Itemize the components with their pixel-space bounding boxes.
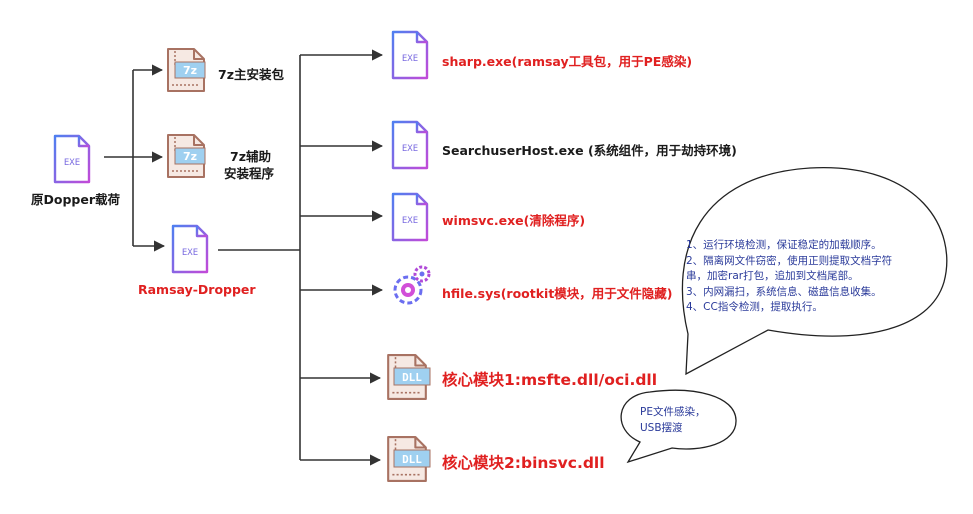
svg-text:7z: 7z — [183, 150, 197, 163]
wimsvc-exe-icon — [391, 192, 429, 242]
core1-notes-text: 1、运行环境检测，保证稳定的加载顺序。 2、隔离网文件窃密，使用正则提取文档字符… — [686, 238, 892, 316]
core2-dll-icon: DLL — [387, 435, 431, 483]
note-line: 串，加密rar打包，追加到文档尾部。 — [686, 270, 859, 282]
note-line: 4、CC指令检测，提取执行。 — [686, 301, 823, 313]
core2-label: 核心模块2:binsvc.dll — [442, 454, 605, 472]
hfile-label: hfile.sys(rootkit模块，用于文件隐藏) — [442, 286, 673, 301]
note-line: PE文件感染， — [640, 406, 706, 418]
svg-text:7z: 7z — [183, 64, 197, 77]
connectors — [104, 49, 384, 466]
installer-main-label: 7z主安装包 — [218, 67, 284, 82]
svg-text:DLL: DLL — [402, 371, 422, 384]
core2-notes-bubble — [620, 389, 737, 464]
installer-aux-archive-icon: 7z — [166, 133, 206, 179]
note-line: 3、内网漏扫，系统信息、磁盘信息收集。 — [686, 285, 882, 298]
wimsvc-label: wimsvc.exe(清除程序) — [442, 213, 586, 228]
note-line: 2、隔离网文件窃密，使用正则提取文档字符 — [686, 254, 893, 267]
installer-aux-label-line1: 7z辅助 — [230, 149, 271, 164]
core1-dll-icon: DLL — [387, 353, 431, 401]
svg-text:DLL: DLL — [402, 453, 422, 466]
note-line: 1、运行环境检测，保证稳定的加载顺序。 — [686, 239, 882, 251]
origin-exe-icon — [53, 134, 91, 184]
installer-aux-label-line2: 安装程序 — [224, 166, 275, 181]
core1-notes-bubble — [681, 167, 948, 376]
searchuser-label: SearchuserHost.exe (系统组件，用于劫持环境) — [442, 143, 737, 158]
core1-label: 核心模块1:msfte.dll/oci.dll — [442, 371, 658, 389]
installer-main-archive-icon: 7z — [166, 47, 206, 93]
origin-label: 原Dopper载荷 — [31, 192, 121, 207]
hfile-gear-icon — [393, 265, 431, 305]
note-line: USB摆渡 — [640, 421, 683, 434]
core2-notes-text: PE文件感染， USB摆渡 — [640, 405, 705, 436]
dropper-exe-icon — [171, 224, 209, 274]
sharp-label: sharp.exe(ramsay工具包，用于PE感染) — [442, 54, 693, 69]
sharp-exe-icon — [391, 30, 429, 80]
searchuser-exe-icon — [391, 120, 429, 170]
dropper-label: Ramsay-Dropper — [138, 282, 256, 297]
